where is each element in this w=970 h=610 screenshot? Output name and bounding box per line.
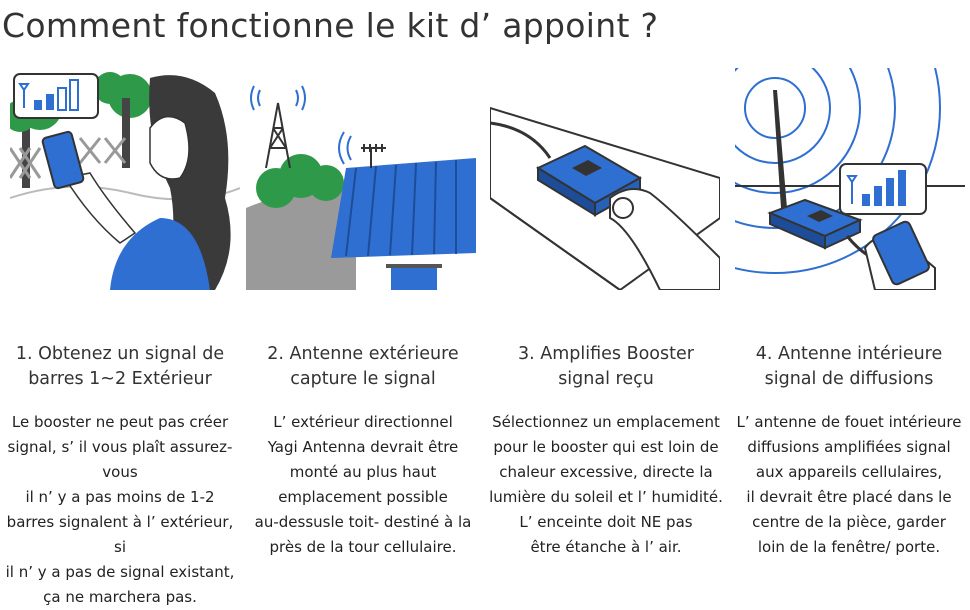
illustration-outdoor-signal [10,68,240,290]
step-1: 1. Obtenez un signal de barres 1~2 Extér… [0,342,240,610]
phone-icon [41,130,85,190]
step-title: 2. Antenne extérieure capture le signal [267,344,459,389]
step-4: 4. Antenne intérieure signal de diffusio… [729,342,969,560]
illustration-booster [490,68,720,290]
signal-bars-icon [839,163,927,215]
page-title: Comment fonctionne le kit d’ appoint ? [2,6,659,45]
step-title: 1. Obtenez un signal de barres 1~2 Extér… [15,344,225,389]
step-description: L’ antenne de fouet intérieure diffusion… [736,413,962,556]
step-description: Sélectionnez un emplacement pour le boos… [489,413,723,556]
step-title: 3. Amplifies Booster signal reçu [518,344,694,389]
illustration-outdoor-antenna [246,68,476,290]
signal-bars-icon [13,73,99,119]
whip-antenna-icon [773,90,787,208]
cell-tower-icon [250,85,306,169]
step-description: L’ extérieur directionnel Yagi Antenna d… [254,413,472,556]
booster-box-icon [767,198,863,250]
phone-icon [872,220,930,286]
step-2: 2. Antenne extérieure capture le signal … [243,342,483,560]
yagi-antenna-icon [338,131,386,168]
house-roof-icon [331,158,476,290]
illustration-indoor-antenna [735,68,965,290]
step-title: 4. Antenne intérieure signal de diffusio… [755,344,943,389]
step-3: 3. Amplifies Booster signal reçu Sélecti… [486,342,726,560]
step-description: Le booster ne peut pas créer signal, s’ … [5,413,235,606]
